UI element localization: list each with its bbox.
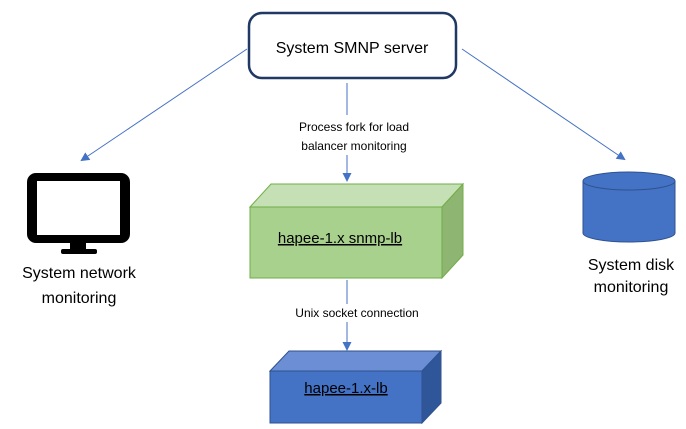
arrow-server-to-network (80, 48, 248, 162)
monitor-icon (27, 173, 130, 254)
network-label-line1: System network (22, 265, 137, 282)
disk-label-line1: System disk (588, 257, 675, 274)
database-cylinder-icon (582, 171, 676, 243)
snmp-lb-box-top (248, 183, 465, 208)
lb-label: hapee-1.x-lb (304, 380, 387, 397)
snmp-lb-box-front (249, 206, 443, 279)
network-label-line2: monitoring (42, 290, 117, 307)
lb-box-front (269, 370, 423, 424)
socket-edge-label-text: Unix socket connection (295, 306, 418, 320)
lb-box-top (268, 350, 443, 372)
lb-node[interactable]: hapee-1.x-lb (268, 349, 443, 425)
socket-edge-label: Unix socket connection (285, 304, 428, 322)
fork-edge-label: Process fork for load balancer monitorin… (286, 115, 421, 155)
arrow-server-to-disk (461, 48, 626, 161)
fork-edge-label-line1: Process fork for load (299, 120, 409, 134)
fork-edge-label-line2: balancer monitoring (301, 139, 406, 153)
disk-label-line2: monitoring (594, 279, 669, 296)
server-label: System SMNP server (276, 40, 429, 57)
snmp-lb-label: hapee-1.x snmp-lb (278, 230, 402, 247)
server-node[interactable]: System SMNP server (247, 11, 458, 80)
snmp-lb-node[interactable]: hapee-1.x snmp-lb (248, 182, 465, 280)
